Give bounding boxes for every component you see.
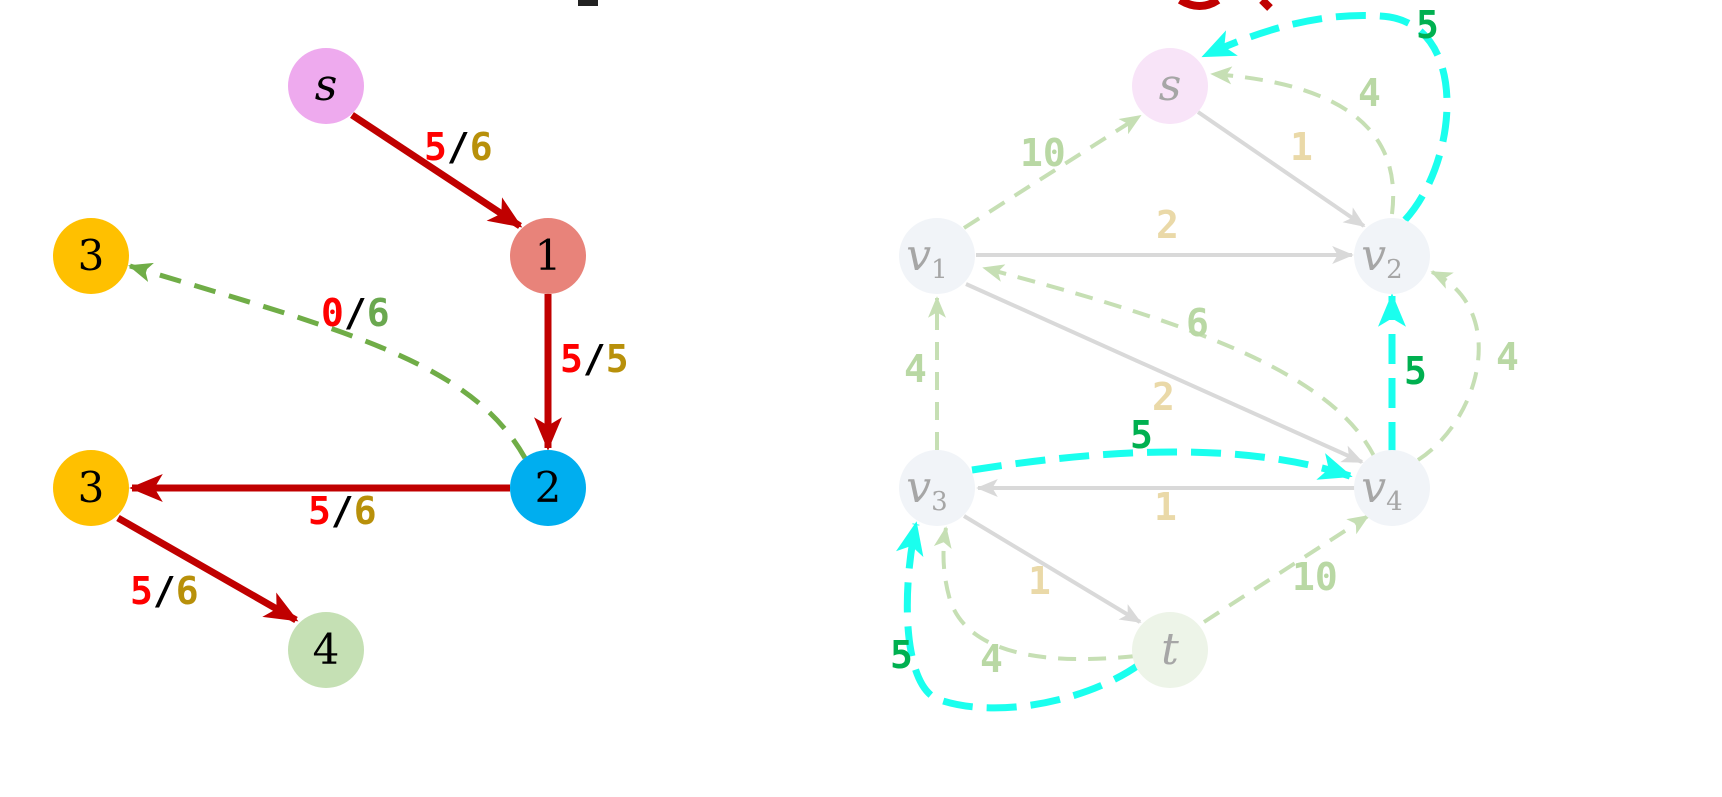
title-fragment-dark	[578, 0, 598, 6]
label-s-v2: 1	[1290, 125, 1313, 169]
green-edge-t-v4	[1202, 514, 1370, 624]
node-s-right-label: s	[1159, 60, 1182, 111]
label-v1-v4: 2	[1152, 375, 1175, 419]
edge-label-2-3b: 5/6	[308, 489, 377, 533]
label-v1-s: 10	[1020, 131, 1066, 175]
label-cyan-v3-v4: 5	[1130, 413, 1153, 457]
label-t-v3: 4	[980, 637, 1003, 681]
node-t: t	[1132, 612, 1208, 688]
label-cyan-t-v3: 5	[890, 633, 913, 677]
node-3a-label: 3	[78, 231, 105, 280]
node-t-label: t	[1161, 624, 1179, 675]
node-2: 2	[510, 450, 586, 526]
node-v1-label: v1	[906, 230, 947, 285]
label-v4-v3: 1	[1154, 485, 1177, 529]
node-v2-label: v2	[1361, 230, 1402, 285]
edge-2-3a-dashed	[128, 262, 528, 460]
node-3b-label: 3	[78, 463, 105, 512]
gray-edge-s-v2	[1196, 110, 1366, 228]
right-graph: s v1 v2 v3 v4 t	[890, 3, 1519, 712]
cyan-edge-v3-v4	[971, 448, 1353, 480]
edge-label-s-1: 5/6	[424, 125, 493, 169]
edge-label-2-3a: 0/6	[321, 291, 390, 335]
label-v3-t: 1	[1028, 559, 1051, 603]
node-1: 1	[510, 218, 586, 294]
green-edge-v2-s	[1210, 66, 1396, 215]
node-s-left: s	[288, 48, 364, 124]
node-s-left-label: s	[315, 60, 338, 111]
node-s-right: s	[1132, 48, 1208, 124]
green-edge-v4-v2	[1416, 270, 1481, 462]
gray-edge-v3-t	[962, 514, 1142, 624]
node-v3-label: v3	[906, 462, 947, 517]
edge-label-1-2: 5/5	[560, 337, 629, 381]
title-fragment-red	[1177, 0, 1273, 11]
edge-s-1	[350, 112, 523, 229]
label-v1-v2: 2	[1156, 203, 1179, 247]
label-cyan-v4-v2: 5	[1404, 349, 1427, 393]
node-v4-label: v4	[1361, 462, 1402, 517]
node-v2: v2	[1354, 218, 1430, 294]
green-edge-t-v3	[933, 526, 1137, 662]
node-v1: v1	[899, 218, 975, 294]
node-4: 4	[288, 612, 364, 688]
edge-label-3b-4: 5/6	[130, 569, 199, 613]
left-graph: s 1 2 3 3 4 5/6 5/5 0/6	[53, 48, 629, 688]
node-4-label: 4	[313, 625, 340, 674]
gray-edge-v1-v4	[965, 282, 1364, 464]
node-3a: 3	[53, 218, 129, 294]
label-t-v4: 10	[1292, 555, 1338, 599]
node-3b: 3	[53, 450, 129, 526]
node-v3: v3	[899, 450, 975, 526]
label-v3-v1: 4	[904, 347, 927, 391]
green-edge-v1-s	[962, 114, 1142, 230]
label-cyan-v2-s: 5	[1416, 3, 1439, 47]
edge-3b-4	[116, 514, 299, 624]
cyan-edge-t-v3	[895, 521, 1143, 712]
node-1-label: 1	[535, 231, 562, 280]
label-v4-v1: 6	[1186, 301, 1209, 345]
label-v4-v2: 4	[1496, 335, 1519, 379]
cyan-edge-v2-s	[1201, 11, 1451, 223]
green-edge-v4-v1	[982, 264, 1376, 457]
node-v4: v4	[1354, 450, 1430, 526]
label-v2-s: 4	[1358, 71, 1381, 115]
node-2-label: 2	[535, 463, 562, 512]
